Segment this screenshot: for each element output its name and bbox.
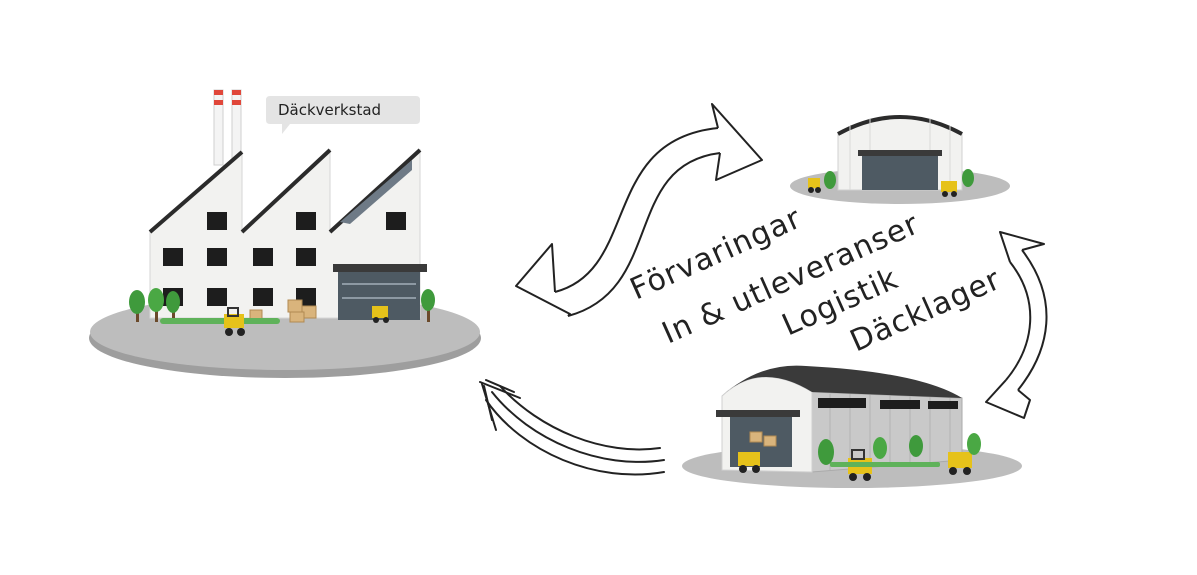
factory-dock-racks (342, 283, 416, 299)
trees (818, 433, 981, 467)
return-arrow (479, 379, 665, 476)
forklift (941, 181, 957, 197)
factory-trees (129, 288, 435, 324)
forklift (224, 307, 245, 336)
factory: Däckverkstad (89, 89, 481, 378)
forklift (808, 178, 821, 193)
warehouse-large-canopy (716, 410, 800, 417)
warehouse-large-windows (818, 398, 958, 409)
warehouse-large-roof (722, 365, 962, 398)
forklift (738, 452, 760, 473)
warehouse-small (790, 115, 1010, 204)
services-list: Förvaringar In & utleveranser Logistik D… (625, 201, 1006, 360)
forklift (948, 452, 972, 475)
factory-solar-panels (340, 160, 412, 224)
forklift (372, 306, 389, 323)
factory-dock-canopy (333, 264, 427, 272)
warehouse-small-canopy (858, 150, 942, 156)
warehouse-large (682, 365, 1022, 488)
warehouse-small-roof (837, 115, 963, 136)
double-arrow-factory-warehouse-small (515, 103, 763, 317)
factory-label: Däckverkstad (278, 101, 381, 119)
warehouse-small-door (862, 156, 938, 190)
chimneys (213, 89, 242, 166)
trees (824, 169, 974, 189)
double-arrow-warehouses (985, 231, 1048, 419)
factory-label-bubble: Däckverkstad (266, 96, 420, 134)
